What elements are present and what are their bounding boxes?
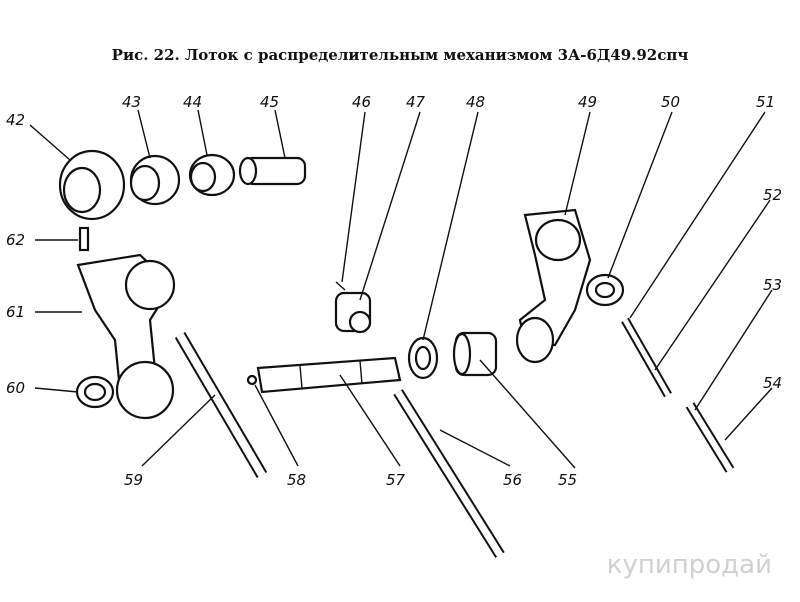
part-44-bushing bbox=[188, 153, 236, 197]
part-label-61: 61 bbox=[6, 303, 25, 321]
part-label-43: 43 bbox=[122, 93, 141, 111]
part-43-bushing bbox=[129, 154, 181, 206]
part-46-pin bbox=[335, 281, 346, 291]
part-label-55: 55 bbox=[558, 471, 577, 489]
part-57-shaft bbox=[256, 356, 402, 394]
part-label-57: 57 bbox=[386, 471, 406, 489]
part-62-pin bbox=[78, 226, 90, 252]
part-50-washer bbox=[585, 273, 625, 307]
part-label-49: 49 bbox=[578, 93, 597, 111]
part-label-54: 54 bbox=[763, 374, 782, 392]
part-56-rod bbox=[393, 389, 505, 558]
leader-lines bbox=[29, 109, 773, 469]
part-45-sleeve bbox=[238, 156, 307, 186]
part-59-bolt bbox=[174, 331, 268, 479]
part-label-51: 51 bbox=[756, 93, 775, 111]
part-label-53: 53 bbox=[763, 276, 782, 294]
part-42-ring bbox=[58, 149, 126, 221]
part-label-46: 46 bbox=[352, 93, 371, 111]
part-61-lever bbox=[76, 253, 176, 420]
part-47-nut bbox=[334, 291, 372, 334]
part-53-54-bolt bbox=[685, 402, 735, 473]
part-60-washer bbox=[75, 375, 115, 409]
part-label-50: 50 bbox=[661, 93, 680, 111]
part-label-59: 59 bbox=[124, 471, 143, 489]
part-label-56: 56 bbox=[503, 471, 522, 489]
part-51-52-bolt bbox=[621, 317, 672, 398]
part-49-lever bbox=[515, 208, 592, 364]
part-label-45: 45 bbox=[260, 93, 279, 111]
part-label-52: 52 bbox=[763, 186, 782, 204]
part-label-47: 47 bbox=[406, 93, 426, 111]
part-48-washer bbox=[407, 336, 439, 380]
part-label-44: 44 bbox=[183, 93, 202, 111]
watermark: купипродай bbox=[606, 550, 772, 580]
part-label-60: 60 bbox=[6, 379, 25, 397]
part-58-pin bbox=[246, 374, 258, 386]
part-label-62: 62 bbox=[6, 231, 25, 249]
part-55-bushing bbox=[452, 331, 498, 377]
figure-caption: Рис. 22. Лоток с распределительным механ… bbox=[111, 46, 689, 64]
part-label-42: 42 bbox=[6, 111, 25, 129]
part-label-58: 58 bbox=[287, 471, 306, 489]
part-label-48: 48 bbox=[466, 93, 485, 111]
